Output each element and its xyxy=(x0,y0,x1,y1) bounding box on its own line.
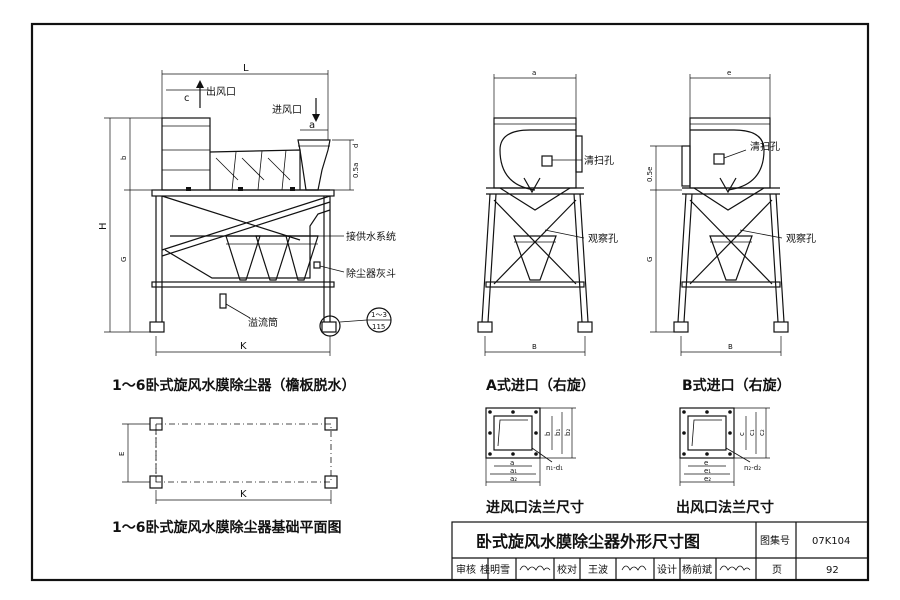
dim-E-plan: E xyxy=(118,452,126,456)
check-signature xyxy=(621,565,647,571)
dim-a-Aview: a xyxy=(532,69,536,77)
dim-e2-flange: e₂ xyxy=(704,475,711,483)
detail-ref-top: 1～3 xyxy=(371,311,387,319)
dim-n2d2: n₂-d₂ xyxy=(744,464,761,472)
page-label: 页 xyxy=(772,564,782,576)
label-cleanout-A: 清扫孔 xyxy=(584,154,614,167)
dim-a1-flange: a₁ xyxy=(510,467,517,475)
label-inlet: 进风口 xyxy=(272,104,302,116)
check-label: 校对 xyxy=(557,563,577,576)
caption-outlet-flange: 出风口法兰尺寸 xyxy=(676,499,774,516)
design-label: 设计 xyxy=(657,563,677,576)
dim-c-flange: c xyxy=(738,432,746,436)
dim-e1-flange: e₁ xyxy=(704,467,711,475)
label-overflow: 溢流筒 xyxy=(248,316,278,329)
foundation-plan-view: E K xyxy=(118,417,338,504)
dim-a: a xyxy=(309,120,315,131)
title-block: 卧式旋风水膜除尘器外形尺寸图 图集号 07K104 页 92 审核 桂明雪 校对… xyxy=(451,521,869,581)
dim-B-Bview: B xyxy=(728,343,733,351)
dim-b-main: b xyxy=(120,155,128,160)
caption-plan: 1～6卧式旋风水膜除尘器基础平面图 xyxy=(112,519,341,536)
sheet-border xyxy=(30,22,870,582)
caption-a-type: A式进口（右旋） xyxy=(486,377,595,394)
inlet-flange-detail: b b₁ b₂ n₁-d₁ a a₁ a₂ xyxy=(485,407,576,486)
review-signature xyxy=(519,565,551,571)
caption-main: 1～6卧式旋风水膜除尘器（檐板脱水） xyxy=(112,377,355,394)
label-observation-A: 观察孔 xyxy=(588,232,618,245)
label-water-supply: 接供水系统 xyxy=(346,230,396,243)
dim-b1-flange: b₁ xyxy=(554,429,562,436)
caption-b-type: B式进口（右旋） xyxy=(682,377,791,394)
dim-b2-flange: b₂ xyxy=(564,429,572,436)
label-outlet: 出风口 xyxy=(206,85,236,98)
dim-e-Bview: e xyxy=(727,69,731,77)
dim-b-flange: b xyxy=(544,431,552,436)
review-label: 审核 xyxy=(456,563,476,576)
label-observation-B: 观察孔 xyxy=(786,232,816,245)
check-name: 王波 xyxy=(588,563,608,576)
dim-d: d xyxy=(352,144,360,148)
dim-G-main: G xyxy=(120,257,128,262)
dim-K-main: K xyxy=(240,341,247,352)
main-elevation-view: L c 出风口 进风口 a xyxy=(98,63,396,356)
dim-half-e: 0.5e xyxy=(646,167,654,182)
page-number: 92 xyxy=(826,565,839,576)
dim-G-Bview: G xyxy=(646,257,654,262)
dim-c1-flange: c₁ xyxy=(748,429,756,436)
title-block-title: 卧式旋风水膜除尘器外形尺寸图 xyxy=(476,532,700,551)
dim-half-a: 0.5a xyxy=(352,163,360,178)
detail-ref-bottom: 115 xyxy=(372,323,385,331)
a-type-side-view: a 清扫孔 观察孔 B xyxy=(477,69,618,356)
outlet-flange-detail: c c₁ c₂ n₂-d₂ e e₁ e₂ xyxy=(679,407,770,486)
b-type-side-view: e 清扫孔 观察孔 0.5e G B xyxy=(646,69,816,356)
dim-e-flange: e xyxy=(704,459,708,467)
label-cleanout-B: 清扫孔 xyxy=(750,140,780,153)
dim-n1d1: n₁-d₁ xyxy=(546,464,563,472)
atlas-number: 07K104 xyxy=(812,536,850,547)
dim-L: L xyxy=(243,63,249,74)
dim-B-Aview: B xyxy=(532,343,537,351)
review-name: 桂明雪 xyxy=(480,563,510,576)
dim-c: c xyxy=(184,93,190,104)
dim-H: H xyxy=(98,222,109,230)
dim-K-plan: K xyxy=(240,489,247,500)
dim-a2-flange: a₂ xyxy=(510,475,517,483)
atlas-label: 图集号 xyxy=(760,534,790,547)
design-name: 杨前斌 xyxy=(682,563,712,576)
caption-inlet-flange: 进风口法兰尺寸 xyxy=(486,499,584,516)
design-signature xyxy=(719,565,751,571)
label-ash-hopper: 除尘器灰斗 xyxy=(346,267,396,280)
dim-a-flange: a xyxy=(510,459,514,467)
dim-c2-flange: c₂ xyxy=(758,429,766,436)
